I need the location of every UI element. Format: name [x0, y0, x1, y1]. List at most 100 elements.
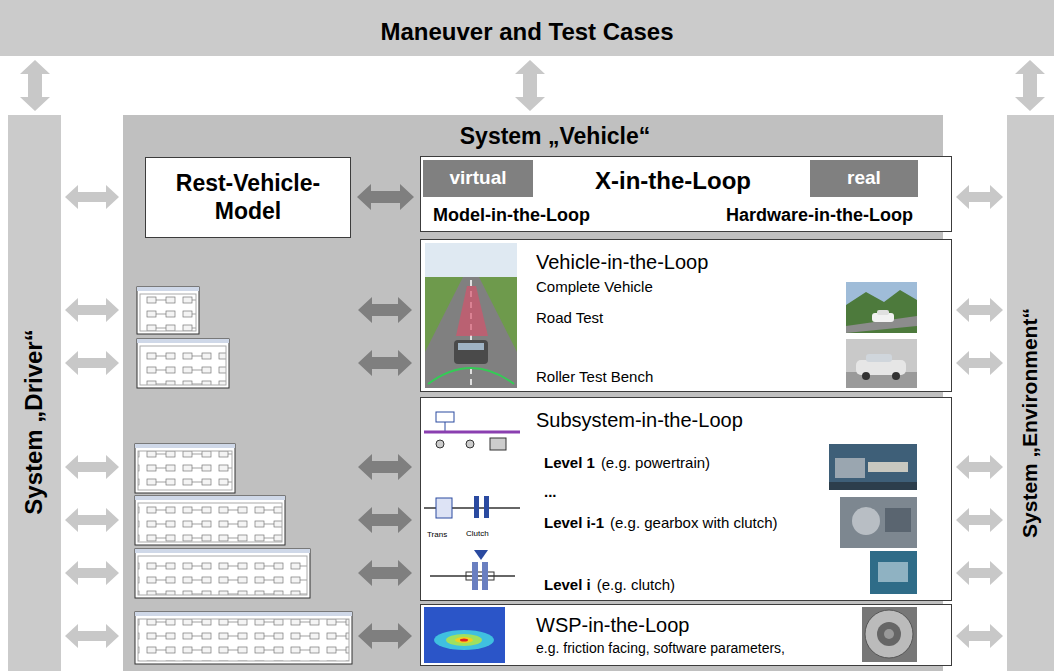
model-thumbnail	[138, 619, 349, 661]
node-text: Hardware-in-the-Loop	[726, 205, 913, 227]
test-bench-photo	[829, 444, 917, 490]
clutch-schematic	[482, 562, 488, 590]
road-test-photo	[846, 282, 917, 333]
model-thumbnail	[137, 339, 229, 388]
test-bench-photo	[885, 508, 911, 532]
roller-bench-photo	[866, 354, 892, 362]
node-text: (e.g. clutch)	[597, 576, 675, 594]
double-arrow	[515, 60, 545, 111]
double-arrow	[20, 60, 50, 111]
node-text: Complete Vehicle	[536, 278, 653, 296]
simulation-scene	[456, 286, 488, 336]
test-bench-photo	[852, 507, 880, 535]
text-slot: Subsystem-in-the-Loop	[536, 408, 743, 432]
test-bench-photo	[835, 458, 865, 478]
simulation-scene	[428, 368, 514, 384]
clutch-disc-photo	[862, 607, 917, 662]
double-arrow	[65, 508, 119, 532]
double-arrow	[65, 298, 119, 322]
text-slot: System „Driver“	[20, 329, 49, 514]
model-thumbnail	[137, 287, 199, 291]
text-slot: (e.g. clutch)	[597, 576, 675, 594]
double-arrow	[956, 561, 1003, 585]
text-slot: Hardware-in-the-Loop	[726, 205, 913, 227]
node-text: Level i	[544, 576, 591, 594]
text-slot: System „Vehicle“	[460, 123, 651, 151]
roller-bench-photo	[892, 372, 900, 380]
roller-bench-photo	[856, 360, 906, 375]
double-arrow	[1015, 60, 1045, 111]
roller-bench-photo	[846, 339, 917, 388]
node-text: ...	[544, 483, 557, 501]
roller-bench-photo	[846, 339, 917, 388]
heat-map	[424, 607, 505, 663]
double-arrow	[956, 185, 1003, 209]
model-thumbnail	[137, 287, 199, 334]
model-thumbnail	[137, 339, 229, 343]
model-thumbnail	[135, 496, 285, 500]
powertrain-schematic	[466, 440, 474, 448]
heat-map	[460, 639, 468, 642]
double-arrow	[65, 185, 119, 209]
node-text: System „Vehicle“	[460, 123, 651, 151]
text-slot: Vehicle-in-the-Loop	[536, 250, 708, 274]
gearbox-schematic	[436, 498, 452, 518]
road-test-photo	[846, 290, 917, 333]
text-slot: X-in-the-Loop	[595, 167, 751, 196]
node-text: Road Test	[536, 309, 603, 327]
double-arrow	[956, 351, 1003, 375]
model-thumbnail	[135, 612, 352, 616]
heat-map	[424, 607, 505, 663]
double-arrow	[65, 455, 119, 479]
part-label: Clutch	[466, 529, 489, 539]
text-slot: (e.g. gearbox with clutch)	[610, 514, 778, 532]
heat-map	[434, 630, 494, 650]
powertrain-schematic	[490, 438, 506, 450]
node-text: real	[847, 167, 881, 190]
node-text: (e.g. powertrain)	[601, 454, 710, 472]
node-text: Level 1	[544, 454, 595, 472]
text-slot: (e.g. powertrain)	[601, 454, 710, 472]
test-bench-photo	[878, 562, 908, 582]
model-thumbnail	[138, 556, 307, 595]
clutch-disc-photo	[877, 622, 901, 646]
node-text: Model-in-the-Loop	[433, 205, 590, 227]
node-text: virtual	[449, 167, 506, 190]
system-band: System „Driver“	[8, 115, 61, 671]
text-slot: Road Test	[536, 309, 603, 327]
node-text: System „Environment“	[1017, 308, 1042, 538]
simulation-scene	[458, 343, 484, 350]
model-box: Rest-Vehicle-Model	[145, 157, 351, 238]
text-slot: Maneuver and Test Cases	[380, 18, 673, 47]
road-test-photo	[846, 282, 917, 333]
text-slot: real	[810, 160, 918, 197]
part-label: Trans	[427, 530, 447, 540]
double-arrow	[956, 508, 1003, 532]
heat-map	[446, 634, 482, 646]
model-thumbnail	[135, 549, 310, 553]
clutch-disc-photo	[865, 610, 913, 658]
text-slot: Model-in-the-Loop	[433, 205, 590, 227]
model-thumbnail	[135, 444, 235, 493]
double-arrow	[65, 561, 119, 585]
text-slot: Rest-Vehicle-Model	[146, 158, 350, 237]
clutch-disc-photo	[862, 607, 917, 662]
node-text: Maneuver and Test Cases	[380, 18, 673, 47]
simulation-scene	[425, 243, 517, 388]
text-slot: System „Environment“	[1017, 308, 1042, 538]
test-bench-photo	[840, 497, 917, 548]
node-text: Vehicle-in-the-Loop	[536, 250, 708, 274]
model-thumbnail	[135, 612, 352, 664]
powertrain-schematic	[424, 431, 520, 434]
scenario-band: Maneuver and Test Cases	[0, 0, 1054, 56]
model-thumbnail	[135, 444, 235, 448]
node-text: System „Driver“	[20, 329, 49, 514]
text-slot: Trans	[427, 523, 447, 541]
model-thumbnail	[140, 346, 226, 385]
model-thumbnail	[135, 549, 310, 598]
text-slot: Level i-1	[544, 514, 604, 532]
test-bench-photo	[870, 551, 917, 594]
simulation-scene	[425, 277, 517, 388]
